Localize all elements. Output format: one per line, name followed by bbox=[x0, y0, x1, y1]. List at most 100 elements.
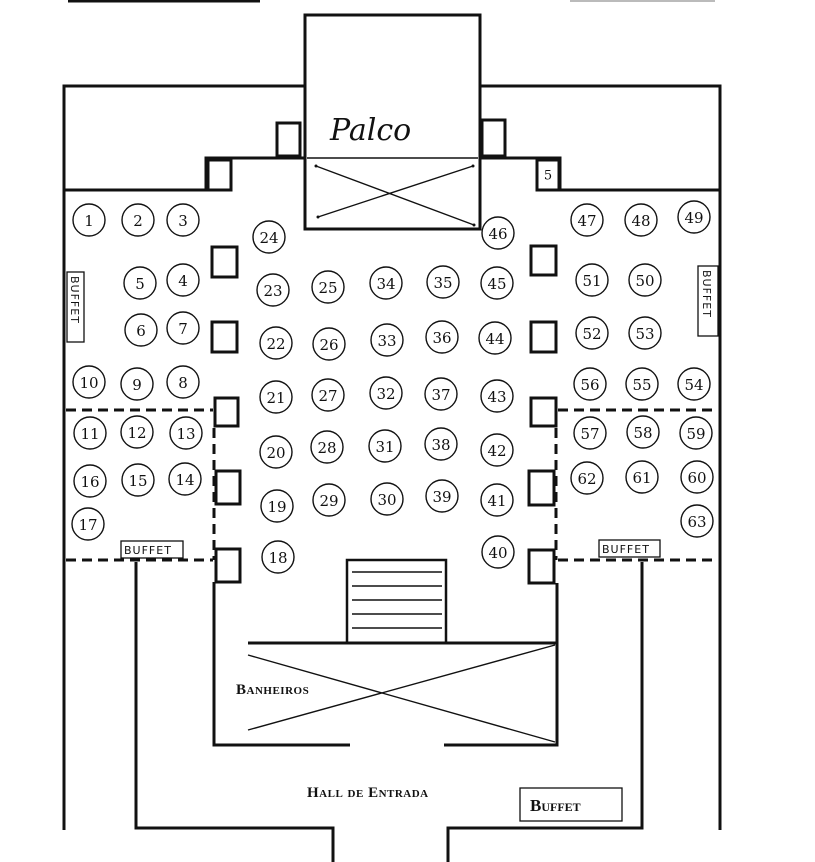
table-circle[interactable] bbox=[425, 320, 459, 354]
table-circle[interactable] bbox=[481, 216, 515, 250]
table-circle[interactable] bbox=[259, 380, 293, 414]
table-41[interactable]: 41 bbox=[480, 483, 514, 517]
table-circle[interactable] bbox=[424, 427, 458, 461]
table-27[interactable]: 27 bbox=[311, 378, 345, 412]
table-circle[interactable] bbox=[121, 203, 155, 237]
table-circle[interactable] bbox=[481, 535, 515, 569]
table-circle[interactable] bbox=[628, 316, 662, 350]
table-circle[interactable] bbox=[252, 220, 286, 254]
table-circle[interactable] bbox=[426, 265, 460, 299]
table-7[interactable]: 7 bbox=[166, 311, 200, 345]
table-circle[interactable] bbox=[261, 540, 295, 574]
table-13[interactable]: 13 bbox=[169, 416, 203, 450]
table-circle[interactable] bbox=[310, 430, 344, 464]
table-60[interactable]: 60 bbox=[680, 460, 714, 494]
table-3[interactable]: 3 bbox=[166, 203, 200, 237]
table-26[interactable]: 26 bbox=[312, 327, 346, 361]
table-circle[interactable] bbox=[120, 367, 154, 401]
table-28[interactable]: 28 bbox=[310, 430, 344, 464]
table-circle[interactable] bbox=[570, 203, 604, 237]
table-circle[interactable] bbox=[680, 460, 714, 494]
table-62[interactable]: 62 bbox=[570, 461, 604, 495]
table-29[interactable]: 29 bbox=[312, 483, 346, 517]
table-circle[interactable] bbox=[168, 462, 202, 496]
table-22[interactable]: 22 bbox=[259, 326, 293, 360]
table-16[interactable]: 16 bbox=[73, 464, 107, 498]
table-10[interactable]: 10 bbox=[72, 365, 106, 399]
table-circle[interactable] bbox=[312, 327, 346, 361]
table-4[interactable]: 4 bbox=[166, 263, 200, 297]
table-9[interactable]: 9 bbox=[120, 367, 154, 401]
table-circle[interactable] bbox=[311, 270, 345, 304]
table-circle[interactable] bbox=[124, 313, 158, 347]
table-5[interactable]: 5 bbox=[123, 266, 157, 300]
table-50[interactable]: 50 bbox=[628, 263, 662, 297]
table-17[interactable]: 17 bbox=[71, 507, 105, 541]
table-54[interactable]: 54 bbox=[677, 367, 711, 401]
table-47[interactable]: 47 bbox=[570, 203, 604, 237]
table-circle[interactable] bbox=[677, 200, 711, 234]
table-11[interactable]: 11 bbox=[73, 416, 107, 450]
table-circle[interactable] bbox=[166, 311, 200, 345]
table-circle[interactable] bbox=[573, 367, 607, 401]
table-circle[interactable] bbox=[575, 263, 609, 297]
table-circle[interactable] bbox=[71, 507, 105, 541]
table-circle[interactable] bbox=[259, 326, 293, 360]
table-45[interactable]: 45 bbox=[480, 266, 514, 300]
table-32[interactable]: 32 bbox=[369, 376, 403, 410]
table-circle[interactable] bbox=[575, 316, 609, 350]
table-circle[interactable] bbox=[166, 263, 200, 297]
table-40[interactable]: 40 bbox=[481, 535, 515, 569]
table-6[interactable]: 6 bbox=[124, 313, 158, 347]
table-circle[interactable] bbox=[73, 464, 107, 498]
table-33[interactable]: 33 bbox=[370, 323, 404, 357]
table-39[interactable]: 39 bbox=[425, 479, 459, 513]
table-circle[interactable] bbox=[369, 266, 403, 300]
table-23[interactable]: 23 bbox=[256, 273, 290, 307]
table-circle[interactable] bbox=[480, 266, 514, 300]
table-circle[interactable] bbox=[628, 263, 662, 297]
table-14[interactable]: 14 bbox=[168, 462, 202, 496]
table-circle[interactable] bbox=[677, 367, 711, 401]
table-61[interactable]: 61 bbox=[625, 460, 659, 494]
table-1[interactable]: 1 bbox=[72, 203, 106, 237]
table-2[interactable]: 2 bbox=[121, 203, 155, 237]
table-36[interactable]: 36 bbox=[425, 320, 459, 354]
table-circle[interactable] bbox=[120, 415, 154, 449]
table-circle[interactable] bbox=[573, 416, 607, 450]
table-circle[interactable] bbox=[312, 483, 346, 517]
table-circle[interactable] bbox=[72, 203, 106, 237]
table-49[interactable]: 49 bbox=[677, 200, 711, 234]
table-21[interactable]: 21 bbox=[259, 380, 293, 414]
table-circle[interactable] bbox=[478, 321, 512, 355]
table-53[interactable]: 53 bbox=[628, 316, 662, 350]
table-circle[interactable] bbox=[166, 365, 200, 399]
table-circle[interactable] bbox=[368, 429, 402, 463]
table-43[interactable]: 43 bbox=[480, 379, 514, 413]
table-circle[interactable] bbox=[123, 266, 157, 300]
table-circle[interactable] bbox=[480, 483, 514, 517]
table-25[interactable]: 25 bbox=[311, 270, 345, 304]
table-circle[interactable] bbox=[625, 367, 659, 401]
table-63[interactable]: 63 bbox=[680, 504, 714, 538]
table-circle[interactable] bbox=[480, 379, 514, 413]
table-48[interactable]: 48 bbox=[624, 203, 658, 237]
table-12[interactable]: 12 bbox=[120, 415, 154, 449]
table-51[interactable]: 51 bbox=[575, 263, 609, 297]
table-24[interactable]: 24 bbox=[252, 220, 286, 254]
table-46[interactable]: 46 bbox=[481, 216, 515, 250]
table-52[interactable]: 52 bbox=[575, 316, 609, 350]
table-circle[interactable] bbox=[424, 377, 458, 411]
table-circle[interactable] bbox=[256, 273, 290, 307]
table-44[interactable]: 44 bbox=[478, 321, 512, 355]
table-56[interactable]: 56 bbox=[573, 367, 607, 401]
table-circle[interactable] bbox=[626, 415, 660, 449]
table-59[interactable]: 59 bbox=[679, 416, 713, 450]
table-circle[interactable] bbox=[369, 376, 403, 410]
table-31[interactable]: 31 bbox=[368, 429, 402, 463]
table-circle[interactable] bbox=[260, 489, 294, 523]
table-circle[interactable] bbox=[73, 416, 107, 450]
table-15[interactable]: 15 bbox=[121, 463, 155, 497]
table-55[interactable]: 55 bbox=[625, 367, 659, 401]
table-18[interactable]: 18 bbox=[261, 540, 295, 574]
